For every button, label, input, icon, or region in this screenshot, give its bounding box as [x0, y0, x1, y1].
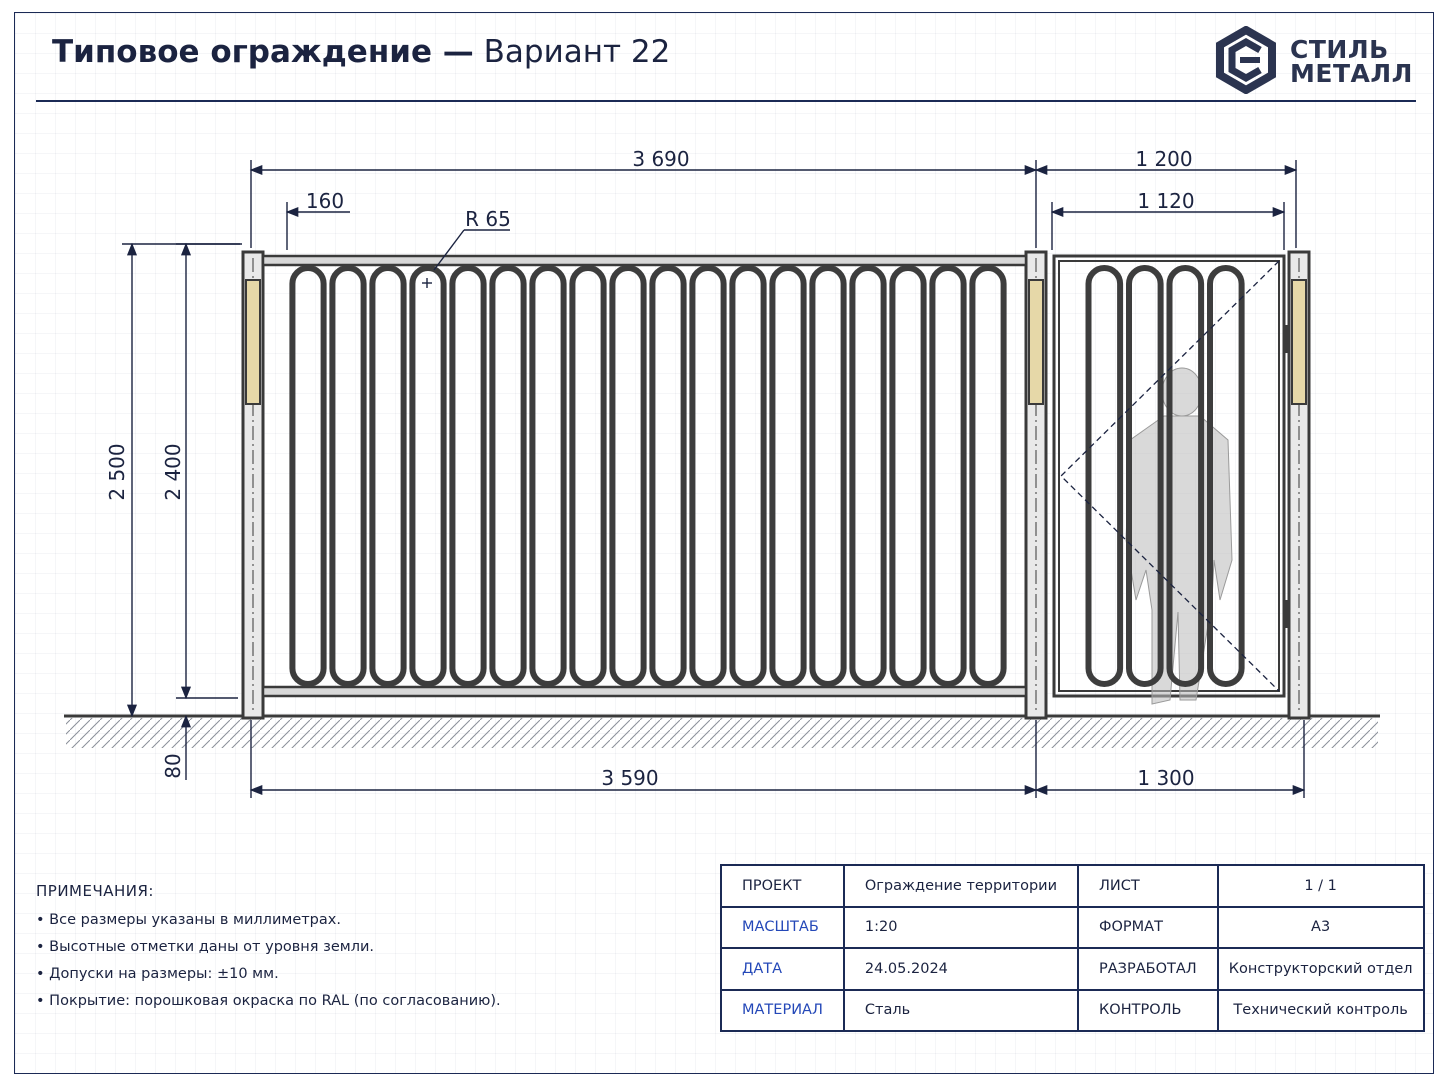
tb-value: Конструкторский отдел — [1216, 947, 1425, 991]
title-bold: Типовое ограждение — — [52, 34, 474, 70]
fence-panel-rails — [261, 254, 1028, 698]
note-item: • Допуски на размеры: ±10 мм. — [36, 966, 279, 982]
fence-bar-loop — [609, 265, 647, 687]
dim-bottom-gate: 1 300 — [1137, 766, 1194, 790]
dim-top-gate: 1 200 — [1135, 147, 1192, 171]
post-left — [241, 250, 265, 720]
title-variant: Вариант 22 — [473, 34, 671, 70]
title-block-row: ДАТА 24.05.2024 РАЗРАБОТАЛ Конструкторск… — [720, 947, 1425, 991]
fence-bar-loop — [489, 265, 527, 687]
title-block: ПРОЕКТ Ограждение территории ЛИСТ 1 / 1 … — [720, 864, 1425, 1032]
person-silhouette — [1125, 367, 1233, 705]
fence-bar-loop — [649, 265, 687, 687]
header-rule — [36, 100, 1416, 102]
post-right — [1287, 250, 1311, 720]
fence-bar-loop — [529, 265, 567, 687]
dim-top-overall: 3 690 — [632, 147, 689, 171]
page-title: Типовое ограждение — Вариант 22 — [52, 34, 670, 70]
dimension-lines — [122, 160, 1306, 798]
logo-line1: СТИЛЬ — [1290, 35, 1389, 64]
fence-bar-loop — [1126, 265, 1164, 687]
dim-below-ground: 80 — [161, 753, 185, 778]
gate-swing-lines — [1060, 260, 1280, 692]
dim-radius: R 65 — [465, 207, 511, 231]
fence-panel-bars — [289, 265, 1007, 687]
fence-bar-loop — [969, 265, 1007, 687]
fence-bar-loop — [369, 265, 407, 687]
note-item: • Высотные отметки даны от уровня земли. — [36, 939, 374, 955]
fence-bar-loop — [809, 265, 847, 687]
fence-bar-loop — [1085, 265, 1124, 687]
tb-label: МАТЕРИАЛ — [720, 988, 845, 1032]
title-block-row: МАСШТАБ 1:20 ФОРМАТ А3 — [720, 905, 1425, 949]
post-middle — [1024, 250, 1048, 720]
tb-label: ЛИСТ — [1077, 864, 1219, 908]
tb-value: 1:20 — [842, 905, 1080, 949]
tb-label: РАЗРАБОТАЛ — [1077, 947, 1219, 991]
note-item: • Все размеры указаны в миллиметрах. — [36, 912, 341, 928]
tb-value: 24.05.2024 — [842, 947, 1080, 991]
dim-bottom-overall: 3 590 — [601, 766, 658, 790]
fence-bar-loop — [329, 265, 367, 687]
tb-label: КОНТРОЛЬ — [1077, 988, 1219, 1032]
gate-bars — [1085, 265, 1245, 687]
fence-bar-loop — [289, 265, 327, 687]
fence-bar-loop — [449, 265, 487, 687]
title-block-row: ПРОЕКТ Ограждение территории ЛИСТ 1 / 1 — [720, 864, 1425, 908]
fence-bar-loop — [569, 265, 607, 687]
fence-bar-loop — [409, 265, 447, 687]
tb-value: 1 / 1 — [1216, 864, 1425, 908]
fence-bar-loop — [729, 265, 767, 687]
dimension-labels: 3 690 1 200 1 120 160 R 65 2 500 2 400 8… — [105, 147, 1195, 790]
tb-value: Ограждение территории — [842, 864, 1080, 908]
notes-heading: ПРИМЕЧАНИЯ: — [36, 882, 154, 900]
note-item-text: Допуски на размеры: ±10 мм. — [49, 966, 279, 982]
fence-bar-loop — [689, 265, 727, 687]
notes: ПРИМЕЧАНИЯ: • Все размеры указаны в милл… — [36, 882, 676, 1020]
title-block-row: МАТЕРИАЛ Сталь КОНТРОЛЬ Технический конт… — [720, 988, 1425, 1032]
dim-first-bar-offset: 160 — [306, 189, 344, 213]
tb-label: ПРОЕКТ — [720, 864, 845, 908]
tb-value: Сталь — [842, 988, 1080, 1032]
dim-height-panel: 2 400 — [161, 443, 185, 500]
dim-gate-inner: 1 120 — [1137, 189, 1194, 213]
tb-label: МАСШТАБ — [720, 905, 845, 949]
fence-bar-loop — [929, 265, 967, 687]
tb-value: А3 — [1216, 905, 1425, 949]
tb-value: Технический контроль — [1216, 988, 1425, 1032]
note-item-text: Покрытие: порошковая окраска по RAL (по … — [49, 993, 501, 1009]
fence-bar-loop — [849, 265, 887, 687]
note-item-text: Все размеры указаны в миллиметрах. — [49, 912, 341, 928]
tb-label: ДАТА — [720, 947, 845, 991]
fence-bar-loop — [889, 265, 927, 687]
note-item: • Покрытие: порошковая окраска по RAL (п… — [36, 993, 501, 1009]
stilmetall-hexagon-logo-icon — [1216, 26, 1276, 94]
logo-line2: МЕТАЛЛ — [1290, 59, 1413, 88]
dim-height-total: 2 500 — [105, 443, 129, 500]
fence-bar-loop — [1166, 265, 1205, 687]
ground — [64, 714, 1380, 748]
fence-bar-loop — [769, 265, 807, 687]
logo-wordmark: СТИЛЬ МЕТАЛЛ — [1290, 35, 1413, 88]
tb-label: ФОРМАТ — [1077, 905, 1219, 949]
note-item-text: Высотные отметки даны от уровня земли. — [49, 939, 374, 955]
fence-bar-loop — [1207, 265, 1245, 687]
